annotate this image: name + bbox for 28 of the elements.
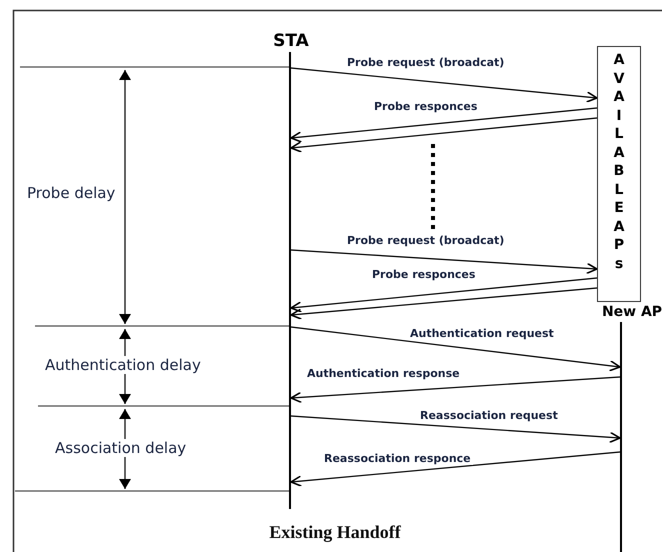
edge-label: Probe request (broadcat) — [345, 56, 506, 69]
message-arrow — [290, 107, 598, 143]
message-arrow — [290, 326, 621, 372]
message-arrow — [290, 415, 621, 444]
delay-label: Probe delay — [27, 184, 116, 202]
lifeline-label: STA — [268, 30, 314, 52]
message-arrow — [290, 249, 598, 274]
edge-label: Reassociation responce — [322, 452, 473, 465]
delay-label: Association delay — [55, 439, 186, 457]
edge-label: Probe responces — [370, 268, 478, 281]
message-arrow — [290, 67, 598, 103]
edge-label: Reassociation request — [418, 409, 560, 422]
lifeline — [289, 52, 291, 509]
message-arrow — [290, 117, 598, 153]
message-arrow — [290, 277, 598, 313]
access-point-box — [597, 46, 641, 302]
message-arrow — [290, 287, 598, 320]
edge-label: Probe request (broadcat) — [345, 234, 506, 247]
lifeline-label: New AP — [601, 302, 662, 322]
delay-label: Authentication delay — [45, 356, 201, 374]
diagram-caption: Existing Handoff — [268, 522, 402, 543]
edge-label: Authentication request — [408, 327, 556, 340]
message-arrow — [290, 376, 620, 404]
edge-label: Probe responces — [372, 100, 480, 113]
lifeline — [620, 322, 622, 552]
message-arrow — [290, 451, 620, 487]
edge-label: Authentication response — [305, 367, 462, 380]
vertical-label: AVAILABLE APs — [612, 51, 626, 273]
